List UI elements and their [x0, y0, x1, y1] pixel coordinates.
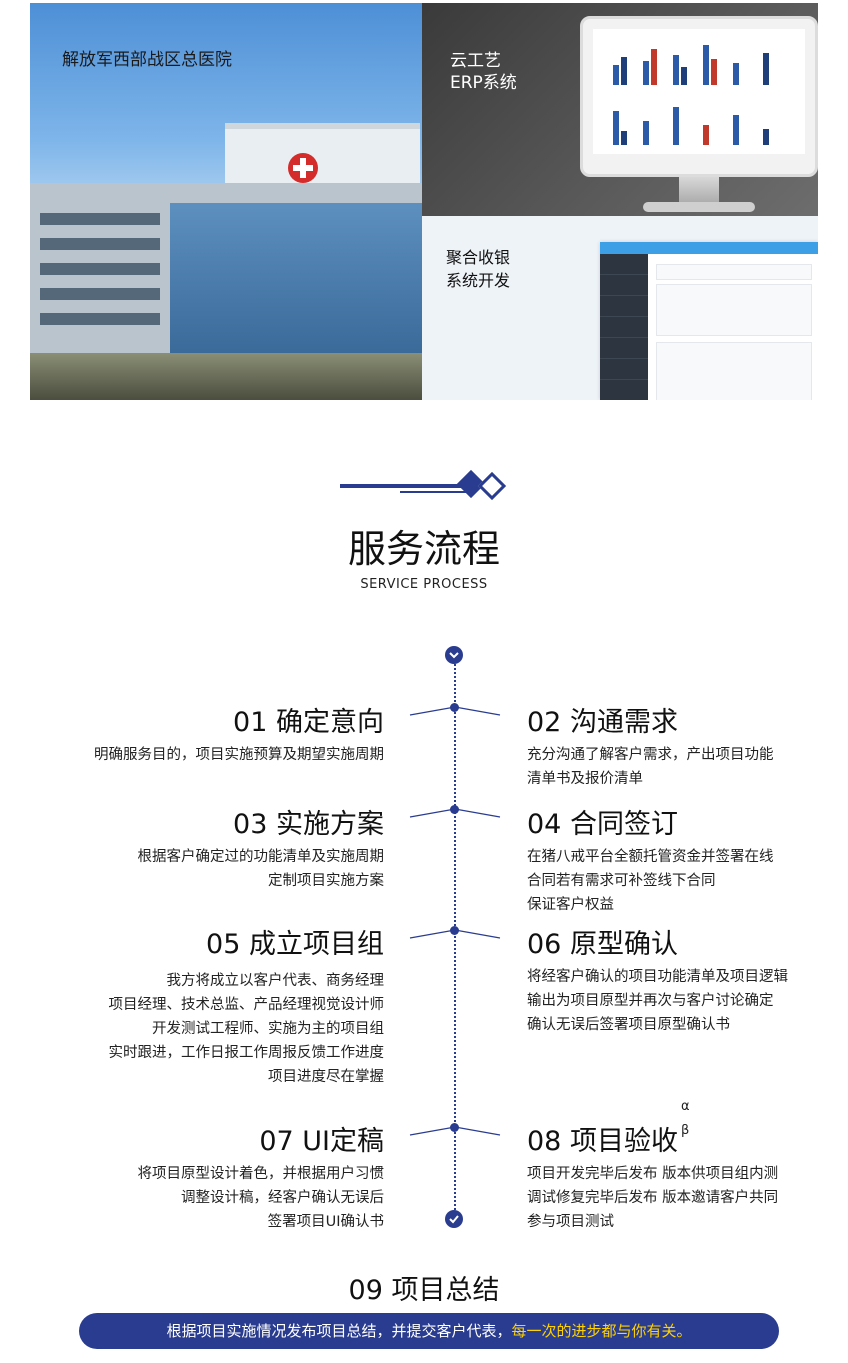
- timeline-dot: [450, 1123, 459, 1132]
- step-description: 我方将成立以客户代表、商务经理 项目经理、技术总监、产品经理视觉设计师 开发测试…: [108, 973, 385, 1085]
- header-decoration-line-thin: [400, 491, 466, 493]
- summary-title: 09 项目总结: [348, 1275, 500, 1306]
- step-description: 将经客户确认的项目功能清单及项目逻辑 输出为项目原型并再次与客户讨论确定 确认无…: [527, 969, 788, 1033]
- step-description: 明确服务目的，项目实施预算及期望实施周期: [94, 747, 384, 763]
- step-01: 01 确定意向 明确服务目的，项目实施预算及期望实施周期: [94, 700, 384, 767]
- step-03: 03 实施方案 根据客户确定过的功能清单及实施周期 定制项目实施方案: [138, 802, 385, 893]
- step-title: 03 实施方案: [233, 809, 384, 840]
- timeline-dot: [450, 805, 459, 814]
- summary-highlight: 每一次的进步都与你有关。: [511, 1322, 692, 1340]
- step-title: 05 成立项目组: [206, 929, 384, 960]
- pay-banner-image: 聚合收银 系统开发: [422, 216, 818, 400]
- step-description: 将项目原型设计着色，并根据用户习惯 调整设计稿，经客户确认无误后 签署项目UI确…: [137, 1166, 385, 1230]
- step-description: 根据客户确定过的功能清单及实施周期 定制项目实施方案: [137, 849, 385, 889]
- red-cross-icon: [288, 153, 318, 183]
- diamond-outline-icon: [477, 471, 507, 501]
- summary-banner: 根据项目实施情况发布项目总结，并提交客户代表，每一次的进步都与你有关。: [79, 1313, 779, 1349]
- summary-text: 根据项目实施情况发布项目总结，并提交客户代表，: [166, 1322, 512, 1340]
- step-title: 07 UI定稿: [259, 1126, 384, 1157]
- step-title: 06 原型确认: [527, 929, 678, 960]
- hospital-banner-image: 解放军西部战区总医院: [30, 3, 422, 400]
- alpha-symbol: α: [681, 1099, 690, 1114]
- pay-title: 聚合收银 系统开发: [446, 248, 511, 290]
- chevron-down-icon: [445, 646, 463, 664]
- section-subtitle: SERVICE PROCESS: [360, 577, 488, 592]
- step-08: 08 项目验收 项目开发完毕后发布 版本供项目组内测 调试修复完毕后发布 版本邀…: [527, 1119, 778, 1234]
- section-title: 服务流程: [347, 527, 500, 571]
- timeline-dot: [450, 926, 459, 935]
- beta-symbol: β: [681, 1123, 690, 1138]
- header-decoration-line: [340, 484, 462, 488]
- erp-title: 云工艺 ERP系统: [450, 51, 517, 93]
- step-title: 08 项目验收: [527, 1126, 678, 1157]
- step-title: 01 确定意向: [233, 707, 384, 738]
- step-title: 02 沟通需求: [527, 707, 678, 738]
- step-05: 05 成立项目组 我方将成立以客户代表、商务经理 项目经理、技术总监、产品经理视…: [109, 922, 385, 1089]
- timeline-line: [454, 664, 456, 1214]
- step-07: 07 UI定稿 将项目原型设计着色，并根据用户习惯 调整设计稿，经客户确认无误后…: [138, 1119, 385, 1234]
- step-06: 06 原型确认 将经客户确认的项目功能清单及项目逻辑 输出为项目原型并再次与客户…: [527, 922, 788, 1037]
- step-description: 项目开发完毕后发布 版本供项目组内测 调试修复完毕后发布 版本邀请客户共同 参与…: [527, 1166, 779, 1230]
- erp-banner-image: 云工艺 ERP系统: [422, 3, 818, 216]
- check-icon: [445, 1210, 463, 1228]
- hospital-title: 解放军西部战区总医院: [62, 50, 232, 70]
- step-04: 04 合同签订 在猪八戒平台全额托管资金并签署在线 合同若有需求可补签线下合同 …: [527, 802, 774, 917]
- step-title: 04 合同签订: [527, 809, 678, 840]
- monitor-icon: [580, 16, 818, 212]
- dashboard-screenshot: [600, 242, 818, 400]
- timeline-dot: [450, 703, 459, 712]
- step-description: 充分沟通了解客户需求，产出项目功能 清单书及报价清单: [527, 747, 774, 787]
- step-description: 在猪八戒平台全额托管资金并签署在线 合同若有需求可补签线下合同 保证客户权益: [527, 849, 774, 913]
- step-02: 02 沟通需求 充分沟通了解客户需求，产出项目功能 清单书及报价清单: [527, 700, 774, 791]
